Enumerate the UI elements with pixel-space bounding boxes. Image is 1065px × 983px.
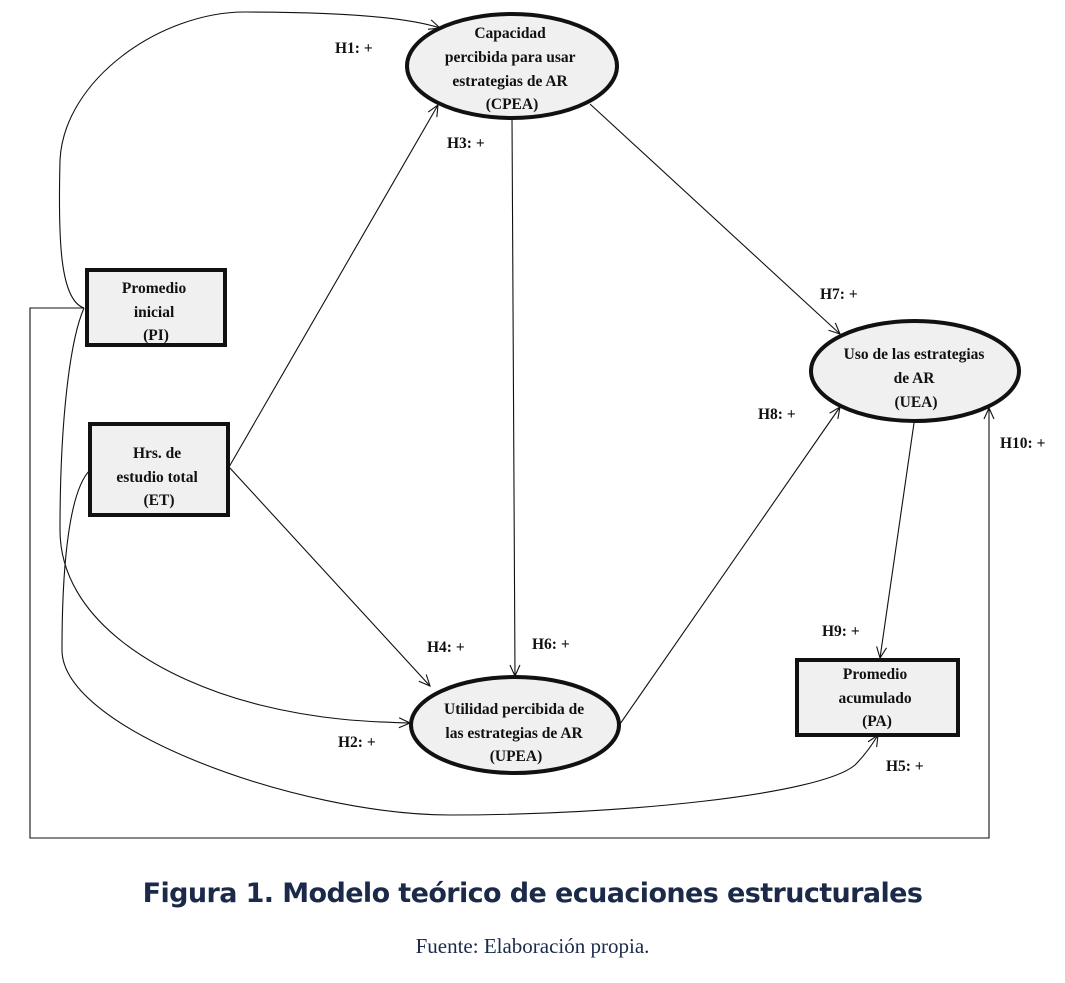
node-cpea-line: percibida para usar	[445, 49, 576, 66]
node-upea-line: Utilidad percibida de	[444, 701, 584, 718]
hypothesis-label-h3: H3: +	[447, 135, 485, 152]
node-uea-line: Uso de las estrategias	[844, 346, 985, 363]
edge-h2	[59, 307, 412, 729]
svg-text:Capacidad percibida par: Capacidad percibida para usar estrategia…	[445, 25, 579, 113]
node-upea-line: las estrategias de AR	[445, 725, 583, 742]
node-pi-line: inicial	[134, 304, 175, 321]
node-upea-line: (UPEA)	[490, 748, 543, 765]
edge-h9	[876, 422, 915, 660]
node-pi: Promedio inicial (PI)	[85, 268, 227, 347]
svg-text:Uso de las estrategias d: Uso de las estrategias de AR (UEA)	[844, 346, 989, 411]
hypothesis-label-h2: H2: +	[338, 734, 376, 751]
edge-h3	[228, 103, 439, 468]
hypothesis-label-h6: H6: +	[532, 636, 570, 653]
edge-h8	[619, 405, 841, 725]
figure-caption-title: Figura 1. Modelo teórico de ecuaciones e…	[142, 878, 923, 909]
node-pa-line: acumulado	[838, 690, 911, 707]
node-et-line: estudio total	[116, 469, 198, 486]
node-pi-line: (PI)	[143, 327, 169, 344]
node-cpea: Capacidad percibida para usar estrategia…	[405, 12, 619, 120]
edge-h6	[509, 116, 521, 678]
node-et-line: (ET)	[144, 492, 175, 509]
node-et: Hrs. de estudio total (ET)	[88, 422, 230, 517]
node-pi-line: Promedio	[122, 280, 187, 297]
svg-text:Promedio inicial (: Promedio inicial (PI)	[122, 280, 190, 344]
edge-h5	[61, 469, 879, 816]
hypothesis-label-h4: H4: +	[427, 639, 465, 656]
node-uea-line: de AR	[894, 370, 936, 387]
edge-h4	[228, 466, 431, 687]
node-cpea-line: estrategias de AR	[452, 73, 568, 90]
node-uea-line: (UEA)	[894, 394, 937, 411]
node-uea: Uso de las estrategias de AR (UEA)	[809, 319, 1021, 423]
hypothesis-label-h9: H9: +	[822, 623, 860, 640]
hypothesis-label-h10: H10: +	[1000, 435, 1046, 452]
hypothesis-label-h1: H1: +	[335, 40, 373, 57]
figure-caption-source: Fuente: Elaboración propia.	[415, 934, 650, 958]
node-pa: Promedio acumulado (PA)	[795, 658, 960, 737]
edge-h1	[58, 11, 442, 309]
node-pa-line: Promedio	[843, 666, 908, 683]
node-cpea-line: Capacidad	[474, 25, 546, 42]
hypothesis-label-h5: H5: +	[886, 758, 924, 775]
node-cpea-line: (CPEA)	[486, 96, 539, 113]
node-et-line: Hrs. de	[133, 445, 181, 462]
edge-h10	[29, 307, 995, 839]
edge-h7	[589, 103, 841, 335]
node-upea: Utilidad percibida de las estrategias de…	[409, 675, 621, 775]
svg-text:Utilidad percibida de: Utilidad percibida de las estrategias de…	[444, 701, 588, 765]
hypothesis-label-h7: H7: +	[820, 286, 858, 303]
hypothesis-label-h8: H8: +	[758, 406, 796, 423]
svg-text:Hrs. de estudio total: Hrs. de estudio total (ET)	[116, 445, 201, 509]
node-pa-line: (PA)	[862, 713, 892, 730]
svg-text:Promedio acumulado: Promedio acumulado (PA)	[838, 666, 915, 730]
sem-diagram: Capacidad percibida para usar estrategia…	[29, 11, 1046, 839]
